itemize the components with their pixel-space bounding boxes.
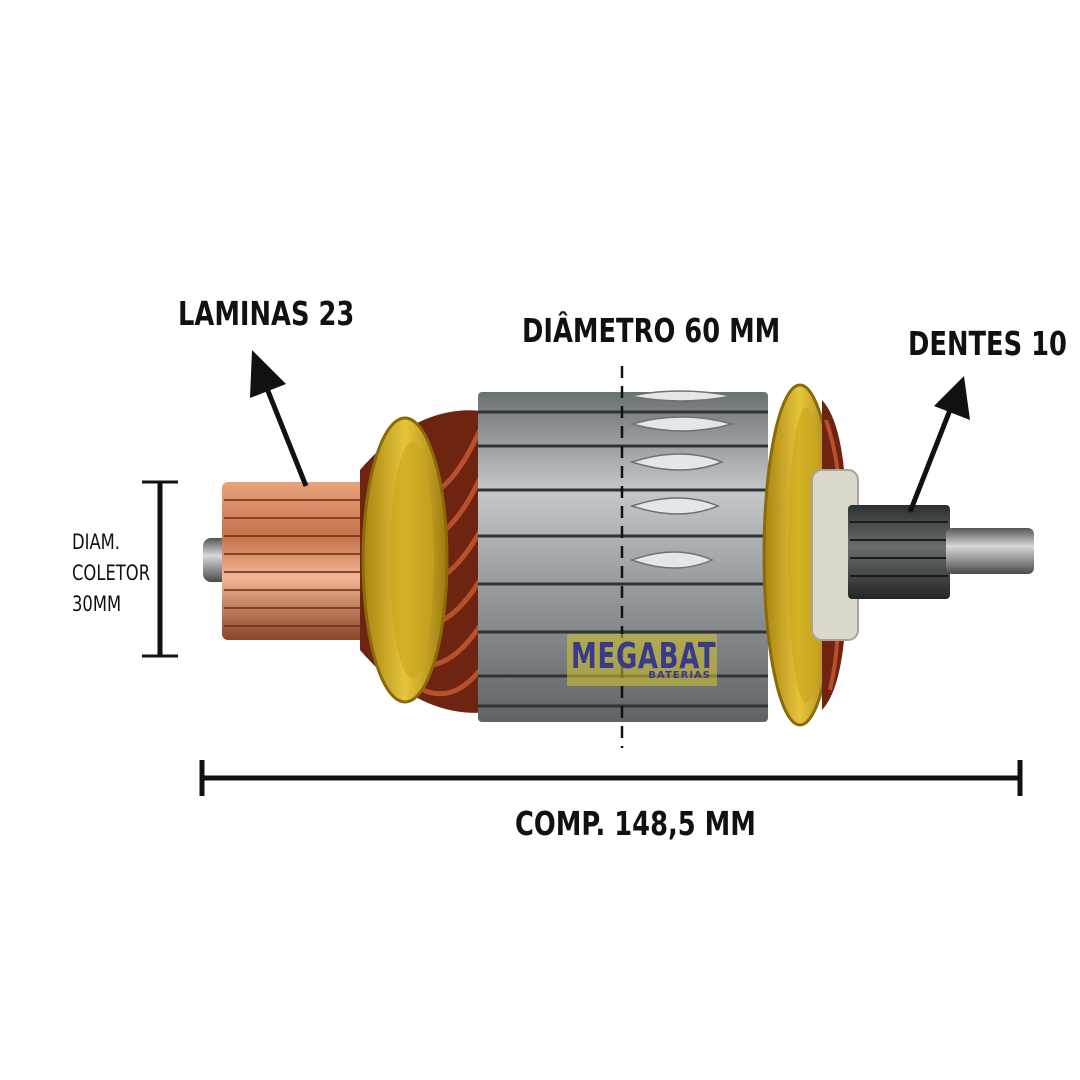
length-dimension-line [199,760,1023,796]
left-insulator-ring [361,416,449,704]
watermark-sub: BATERIAS [648,670,711,681]
megabat-watermark: MEGABAT BATERIAS [567,634,717,686]
diam-coletor-label: DIAM. COLETOR 30MM [72,527,150,620]
diam-coletor-line3: 30MM [72,592,122,616]
diametro-label: DIÂMETRO 60 MM [522,311,781,350]
annotations [142,350,1023,796]
arrow-laminas [250,350,309,487]
laminas-label: LAMINAS 23 [178,294,355,333]
watermark-brand: MEGABAT [571,636,717,677]
pinion-gear [848,505,950,599]
arrow-dentes [907,376,970,513]
commutator [222,482,370,640]
right-shaft [946,528,1034,574]
diam-coletor-line2: COLETOR [72,561,151,585]
comprimento-label: COMP. 148,5 MM [515,804,756,843]
dentes-label: DENTES 10 [908,324,1067,363]
diam-coletor-line1: DIAM. [72,530,120,554]
commutator-diameter-bracket [142,480,178,658]
